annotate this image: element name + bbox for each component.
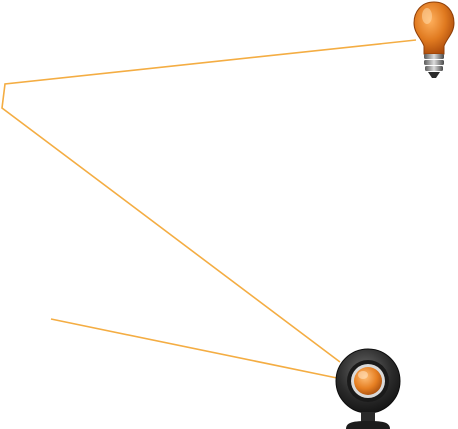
link-left-to-webcam bbox=[50, 318, 338, 379]
light-bulb-icon[interactable] bbox=[413, 1, 455, 78]
link-bulb-to-webcam bbox=[1, 39, 417, 363]
connection-lines bbox=[1, 39, 417, 379]
webcam-icon[interactable] bbox=[335, 348, 401, 429]
